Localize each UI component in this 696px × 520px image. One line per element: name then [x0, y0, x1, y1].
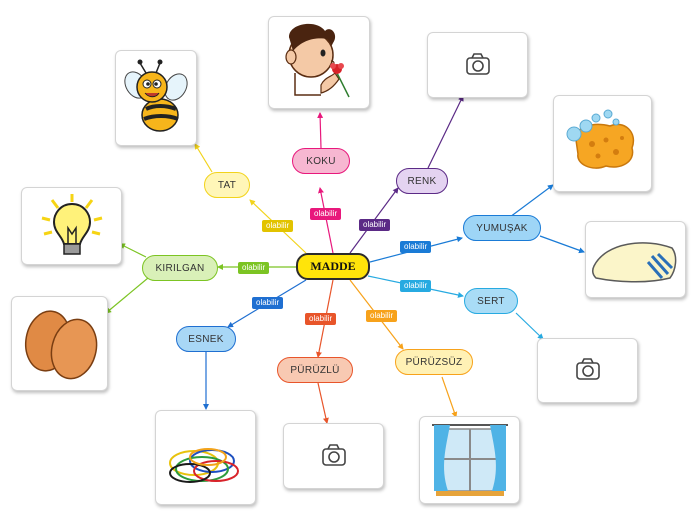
pillow-icon [591, 242, 677, 283]
image-card-renk[interactable] [427, 32, 528, 98]
edge-label-puruzsuz: olabilir [366, 310, 398, 322]
eggs-icon [24, 310, 98, 380]
image-card-sert[interactable] [537, 338, 638, 403]
edge-label-yumusak: olabilir [400, 241, 432, 253]
node-koku[interactable]: KOKU [292, 148, 350, 174]
edge-label-renk: olabilir [359, 219, 391, 231]
sponge-with-bubbles-icon [566, 109, 635, 169]
image-card-puruzsuz[interactable] [419, 416, 520, 504]
node-sert[interactable]: SERT [464, 288, 518, 314]
node-puruzsuz[interactable]: PÜRÜZSÜZ [395, 349, 473, 375]
edge-label-koku: olabilir [310, 208, 342, 220]
rubber-bands-icon [169, 448, 239, 483]
bee-icon [124, 59, 188, 132]
window-with-curtains-icon [432, 424, 508, 496]
image-card-kirilgan-bulb[interactable] [21, 187, 122, 265]
image-card-koku[interactable] [268, 16, 370, 109]
edge-label-puruzlu: olabilir [305, 313, 337, 325]
node-kirilgan[interactable]: KIRILGAN [142, 255, 218, 281]
node-esnek[interactable]: ESNEK [176, 326, 236, 352]
edge-label-sert: olabilir [400, 280, 432, 292]
image-card-kirilgan-eggs[interactable] [11, 296, 108, 391]
camera-icon [576, 358, 600, 380]
child-smelling-flower-icon [285, 23, 350, 98]
camera-icon [466, 53, 490, 75]
node-yumusak[interactable]: YUMUŞAK [463, 215, 541, 241]
light-bulb-icon [41, 194, 103, 255]
node-tat[interactable]: TAT [204, 172, 250, 198]
edge-label-tat: olabilir [262, 220, 294, 232]
edge-label-esnek: olabilir [252, 297, 284, 309]
image-card-esnek[interactable] [155, 410, 256, 505]
center-node-madde[interactable]: MADDE [296, 253, 370, 280]
image-card-yumusak-sponge[interactable] [553, 95, 652, 192]
camera-icon [322, 444, 346, 466]
node-puruzlu[interactable]: PÜRÜZLÜ [277, 357, 353, 383]
image-card-puruzlu[interactable] [283, 423, 384, 489]
image-card-tat[interactable] [115, 50, 197, 146]
image-card-yumusak-pillow[interactable] [585, 221, 686, 298]
node-renk[interactable]: RENK [396, 168, 448, 194]
edge-label-kirilgan: olabilir [238, 262, 270, 274]
